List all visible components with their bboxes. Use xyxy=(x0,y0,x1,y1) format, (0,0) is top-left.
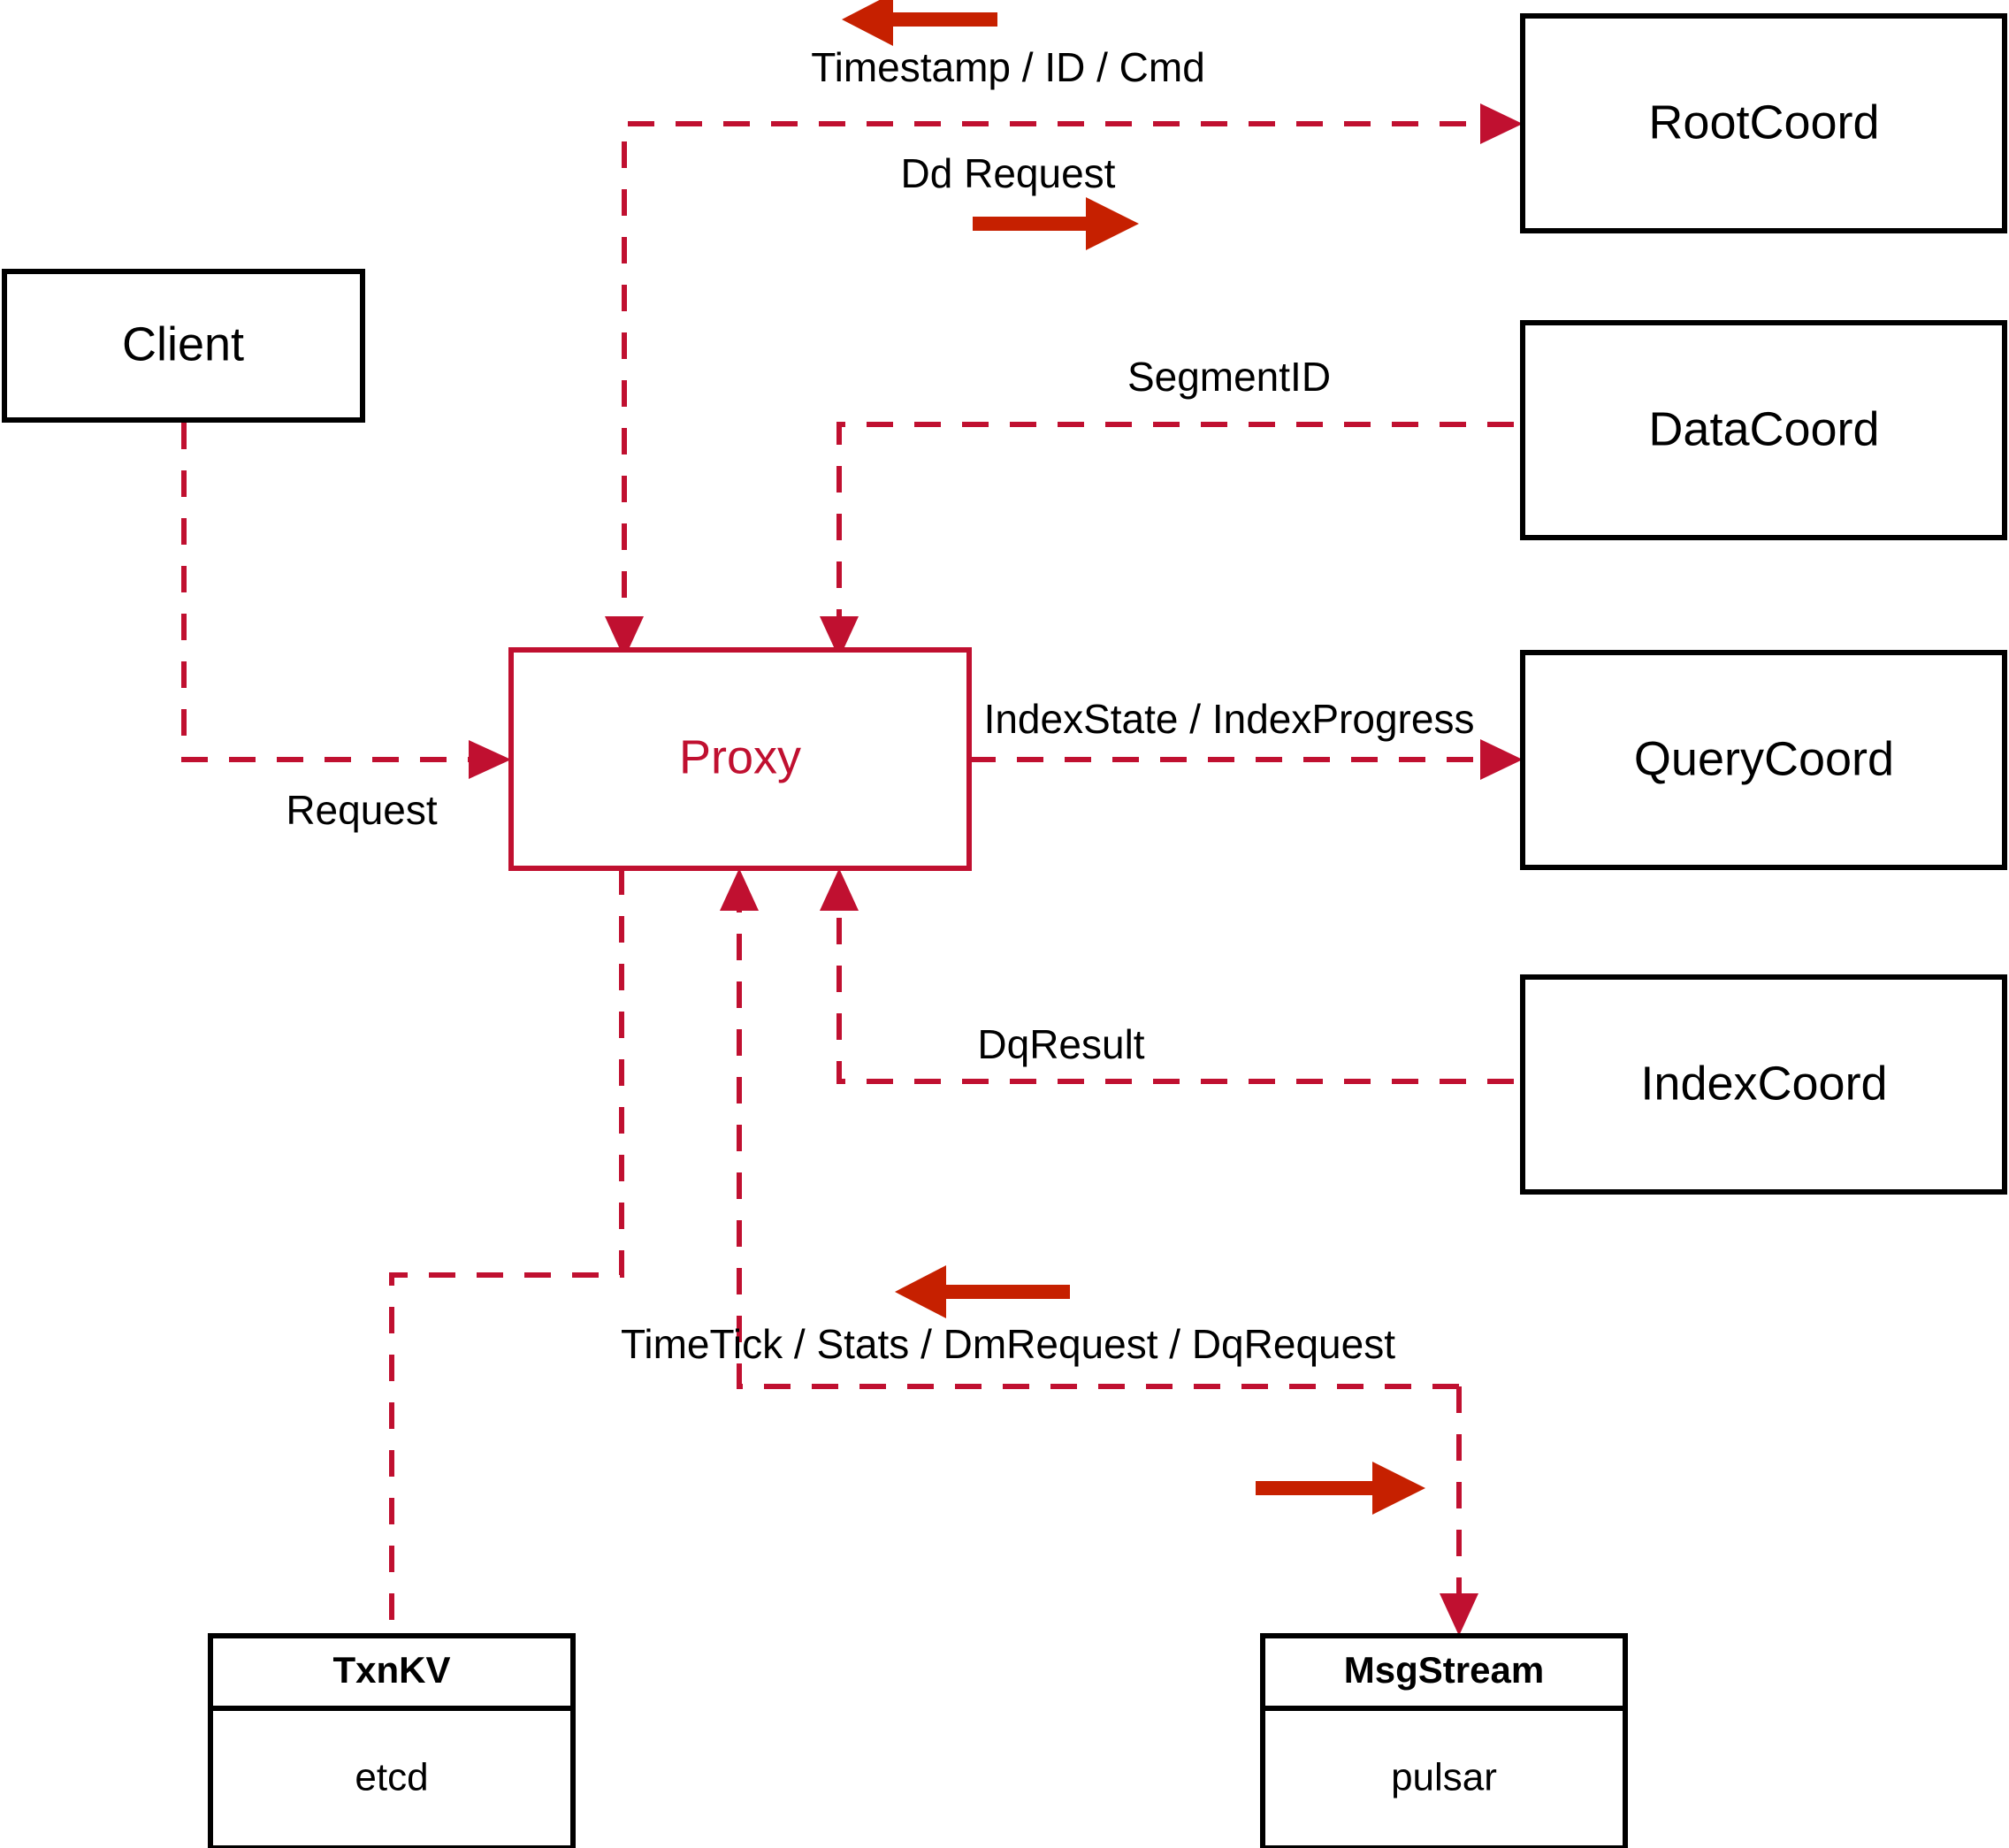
edge-segmentid-arrowhead xyxy=(820,616,859,659)
store-msgstream-box[interactable] xyxy=(1260,1633,1628,1848)
edge-timestamp-id-cmd xyxy=(605,121,1514,659)
edge-dq-result-arrowhead xyxy=(720,868,759,911)
node-datacoord[interactable]: DataCoord xyxy=(1520,320,2007,540)
node-proxy-label: Proxy xyxy=(679,730,801,783)
node-datacoord-label: DataCoord xyxy=(1648,402,1879,455)
edge-dd-request xyxy=(1480,103,1523,144)
edge-request xyxy=(181,423,511,779)
edge-label-timestamp-id-cmd: Timestamp / ID / Cmd xyxy=(811,44,1205,90)
edge-label-dd-request: Dd Request xyxy=(901,150,1116,196)
store-txnkv-box[interactable] xyxy=(208,1633,576,1848)
edge-index-state xyxy=(820,868,1514,1084)
node-querycoord[interactable]: QueryCoord xyxy=(1520,650,2007,870)
edge-request-path xyxy=(181,423,485,762)
emphasis-arrow-timestamp-left xyxy=(842,0,997,46)
store-msgstream[interactable]: MsgStream pulsar xyxy=(1260,1633,1628,1848)
node-indexcoord-box[interactable] xyxy=(1520,974,2007,1195)
edge-segmentid xyxy=(820,422,1514,659)
node-proxy[interactable]: Proxy xyxy=(508,647,972,871)
edge-timestamp-id-cmd-arrowhead xyxy=(605,616,644,659)
edge-index-state-arrowhead xyxy=(820,868,859,911)
node-querycoord-box[interactable] xyxy=(1520,650,2007,870)
emphasis-arrow-timetick-right xyxy=(1256,1462,1425,1515)
edge-segmentid-path xyxy=(836,422,1514,632)
node-rootcoord-box[interactable] xyxy=(1520,13,2007,233)
edge-load-release-arrowhead xyxy=(1480,739,1523,780)
node-indexcoord-label: IndexCoord xyxy=(1640,1057,1887,1110)
edge-label-load-release: IndexState / IndexProgress xyxy=(984,696,1475,742)
emphasis-arrow-dd-request-head xyxy=(1086,197,1139,250)
edge-dq-result-path xyxy=(737,895,1459,1389)
node-rootcoord[interactable]: RootCoord xyxy=(1520,13,2007,233)
edge-label-dq-result: TimeTick / Stats / DmRequest / DqRequest xyxy=(621,1321,1395,1367)
emphasis-arrow-timetick-head xyxy=(1372,1462,1425,1515)
edge-label-request: Request xyxy=(286,787,438,833)
edge-dd-request-arrowhead xyxy=(1480,103,1523,144)
edge-timetick xyxy=(1440,1386,1478,1636)
store-txnkv-title: TxnKV xyxy=(332,1649,450,1691)
edge-request-arrowhead xyxy=(469,740,511,779)
node-rootcoord-label: RootCoord xyxy=(1648,95,1879,149)
store-msgstream-title: MsgStream xyxy=(1344,1649,1544,1691)
emphasis-arrow-dq-result-left xyxy=(895,1265,1070,1318)
node-datacoord-box[interactable] xyxy=(1520,320,2007,540)
node-client-box[interactable] xyxy=(2,269,365,423)
edge-index-state-path xyxy=(836,895,1514,1084)
node-querycoord-label: QueryCoord xyxy=(1634,732,1894,785)
edge-label-index-state: DqResult xyxy=(977,1021,1144,1067)
edge-label-segmentid: SegmentID xyxy=(1127,354,1331,400)
store-txnkv[interactable]: TxnKV etcd xyxy=(208,1633,576,1848)
emphasis-arrow-timestamp-head xyxy=(842,0,893,46)
edge-dq-result xyxy=(720,868,1459,1389)
edge-txnkv-link-path xyxy=(389,868,624,1636)
node-client-label: Client xyxy=(122,317,244,370)
edge-load-release xyxy=(969,739,1523,780)
store-txnkv-impl: etcd xyxy=(355,1756,428,1799)
edge-timetick-arrowhead xyxy=(1440,1593,1478,1636)
store-msgstream-impl: pulsar xyxy=(1391,1756,1497,1799)
edge-timestamp-id-cmd-path xyxy=(622,121,1514,632)
node-proxy-box[interactable] xyxy=(508,647,972,871)
node-indexcoord[interactable]: IndexCoord xyxy=(1520,974,2007,1195)
emphasis-arrow-dq-result-head xyxy=(895,1265,946,1318)
node-client[interactable]: Client xyxy=(2,269,365,423)
emphasis-arrow-dd-request-right xyxy=(973,197,1139,250)
edge-txnkv-link xyxy=(389,868,624,1636)
